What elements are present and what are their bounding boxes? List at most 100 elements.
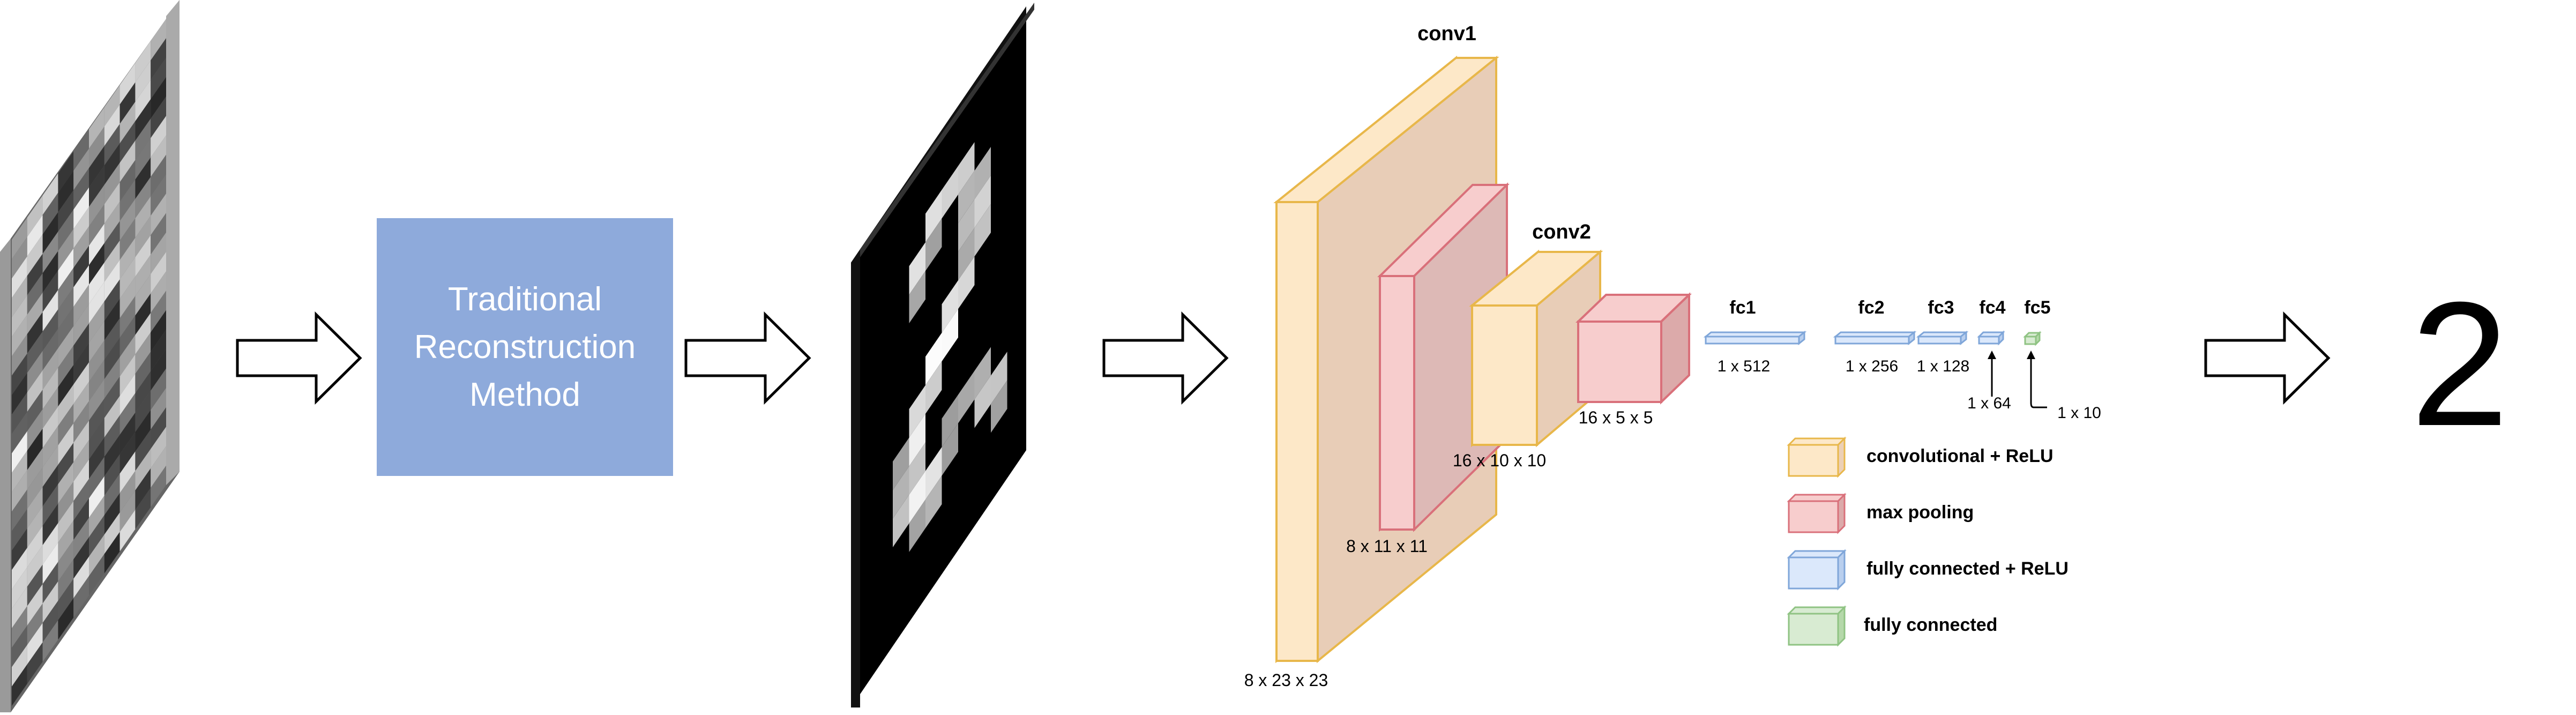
digit-pixel (909, 271, 925, 324)
noise-pixel (120, 451, 136, 493)
conv1-label: conv1 (1417, 23, 1476, 45)
noise-pixel (120, 257, 136, 299)
noise-pixel (151, 77, 166, 119)
noise-pixel (120, 374, 136, 415)
noise-pixel (135, 409, 151, 452)
noise-pixel (27, 370, 43, 412)
noise-pixel (89, 321, 104, 362)
noise-pixel (58, 287, 74, 329)
noise-pixel (58, 404, 74, 445)
noise-pixel (58, 520, 74, 562)
digit-pixel (974, 204, 991, 257)
fc1-front (1705, 336, 1800, 345)
noise-pixel (135, 138, 151, 180)
hollow-right-arrow-icon (2204, 311, 2331, 405)
noise-pixel (58, 442, 74, 485)
legend-label-conv: convolutional + ReLU (1866, 446, 2054, 466)
noise-pixel (135, 468, 151, 510)
fc1-dims: 1 x 512 (1718, 358, 1770, 375)
noise-pixel (135, 176, 151, 219)
digit-pixel (974, 375, 991, 428)
digit-pixel (958, 228, 975, 280)
noise-pixel (120, 354, 136, 396)
noise-pixel (73, 556, 89, 598)
noise-pixel (12, 567, 27, 609)
noise-pixel (89, 301, 104, 343)
legend-label-pool: max pooling (1866, 502, 1974, 523)
noise-pixel (135, 41, 151, 83)
legend-swatch-conv-top (1787, 437, 1847, 446)
noise-pixel (58, 364, 74, 407)
legend-label-fc: fully connected (1864, 615, 1997, 635)
noise-pixel (120, 315, 136, 358)
noise-pixel (42, 484, 58, 526)
noise-pixel (12, 217, 27, 259)
noise-pixel (12, 450, 27, 493)
flow-arrow-4 (2204, 311, 2331, 405)
noise-pixel (120, 393, 136, 435)
noise-pixel (151, 427, 166, 468)
noise-pixel (73, 207, 89, 249)
noise-pixel (89, 126, 104, 168)
noise-pixel (42, 562, 58, 604)
noise-pixel (58, 248, 74, 290)
noise-pixel (135, 215, 151, 257)
noise-pixel (12, 256, 27, 298)
noise-pixel (73, 479, 89, 520)
noise-pixel (12, 295, 27, 337)
noise-pixel (151, 349, 166, 391)
noise-pixel (120, 140, 136, 182)
hollow-right-arrow-icon (684, 311, 811, 405)
noise-pixel (89, 146, 104, 188)
noise-pixel (73, 518, 89, 560)
noise-pixel (104, 221, 120, 263)
digit-pixel (893, 495, 909, 547)
fc5-dims: 1 x 10 (2057, 404, 2101, 422)
noise-pixel (12, 431, 27, 473)
noise-pixel (120, 160, 136, 202)
reconstructed-digit-image (893, 142, 1007, 552)
noise-pixel (89, 184, 104, 227)
noise-pixel (89, 204, 104, 246)
noise-pixel (42, 329, 58, 370)
noise-pixel (58, 501, 74, 543)
noise-pixel (89, 554, 104, 595)
noise-pixel (42, 445, 58, 487)
noise-pixel (151, 57, 166, 99)
noise-pixel (89, 224, 104, 265)
fc2-label: fc2 (1858, 297, 1884, 318)
noise-pixel (120, 412, 136, 455)
noise-pixel (12, 315, 27, 356)
fc5-label: fc5 (2024, 297, 2050, 318)
noise-pixel (151, 291, 166, 332)
noise-pixel (135, 429, 151, 471)
noise-pixel (104, 124, 120, 166)
noise-pixel (58, 267, 74, 310)
legend-item-pool: max pooling (1787, 493, 1974, 534)
noise-pixel (58, 384, 74, 426)
noise-pixel (120, 277, 136, 318)
noise-pixel (104, 512, 120, 554)
noise-pixel (73, 187, 89, 229)
reconstructed-image-panel (851, 3, 1034, 707)
legend-swatch-fc-relu (1788, 556, 1839, 590)
noise-pixel (58, 462, 74, 504)
noise-pixel (151, 446, 166, 488)
digit-pixel (942, 166, 958, 219)
layer-fc5: fc5 1 x 10 (2023, 297, 2101, 422)
pool1-dims: 8 x 11 x 11 (1346, 537, 1428, 556)
noise-pixel (27, 390, 43, 431)
noise-pixel (12, 625, 27, 667)
digit-pixel (942, 309, 958, 362)
noise-pixel (27, 623, 43, 665)
flow-arrow-1 (236, 311, 362, 405)
digit-pixel (893, 437, 909, 490)
noise-pixel (151, 232, 166, 274)
noise-pixel (104, 454, 120, 496)
digit-pixel (958, 256, 975, 309)
noise-pixel (135, 254, 151, 296)
noise-pixel (12, 489, 27, 531)
noise-pixel (27, 273, 43, 315)
noise-pixel (89, 360, 104, 401)
fc4-label: fc4 (1979, 297, 2005, 318)
